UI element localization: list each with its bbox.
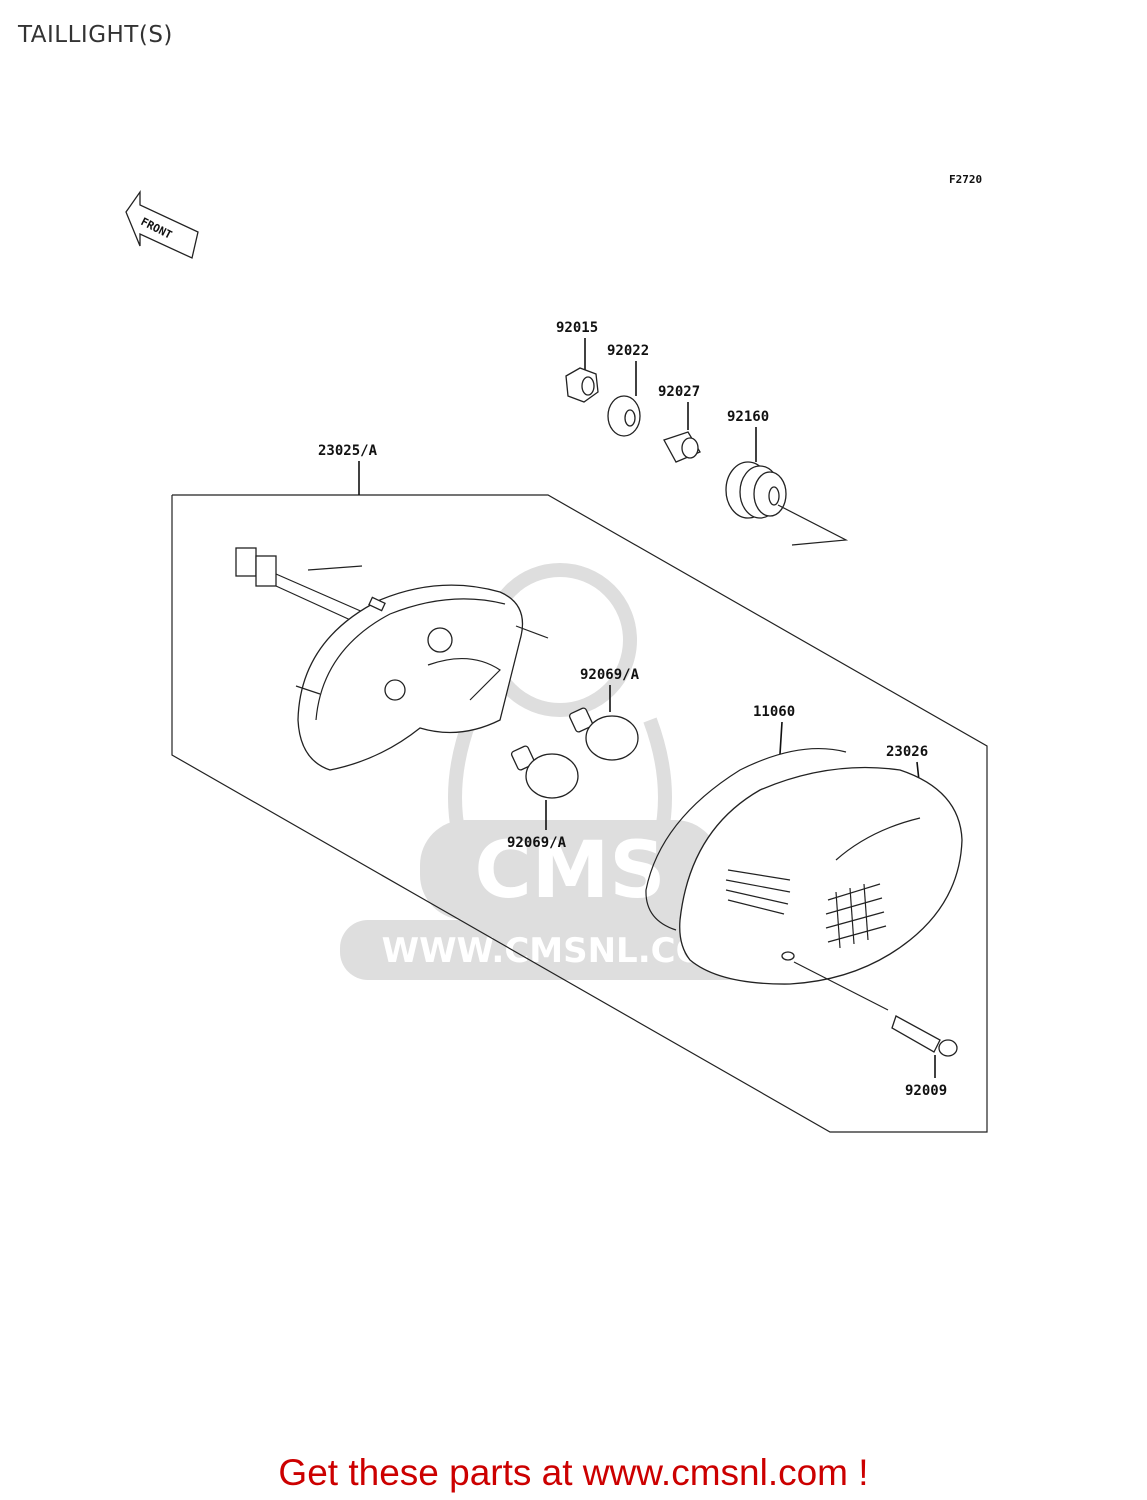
front-arrow-icon [125,189,199,259]
watermark-logo-text: CMS [474,826,665,916]
collar-92027-end [681,437,699,459]
screw-92009-shank [891,1015,941,1053]
assembly-frame [171,494,988,1133]
part-label-23026: 23026 [886,744,928,760]
nut-92015-hole [581,376,595,396]
washer-92022-hole [624,409,636,427]
part-label-92015: 92015 [556,320,598,336]
taillight-lens [679,766,963,985]
wire-guide [307,565,363,571]
cms-watermark: CMS WWW.CMSNL.COM [340,563,780,980]
collar-92027 [663,431,701,463]
part-label-92069a-upper: 92069/A [580,667,640,683]
bulb-socket-2 [384,679,406,701]
grommet-mount-line [777,504,849,546]
bulb-lower [510,745,579,799]
lens-screw-hole [781,951,795,961]
lens-grid [825,883,887,949]
housing-shell [297,584,524,771]
stud-3 [295,685,321,695]
connector-block-2 [255,555,277,587]
stud-1 [368,596,386,612]
screw-92009 [891,1015,958,1057]
page-title: TAILLIGHT(S) [18,22,173,48]
leader-11060 [779,721,783,755]
housing-rib [427,657,501,701]
part-label-92022: 92022 [607,343,649,359]
bulb-upper [568,707,639,761]
nut-92015 [565,367,599,403]
footer-promo-link[interactable]: Get these parts at www.cmsnl.com ! [278,1452,869,1493]
part-label-92160: 92160 [727,409,769,425]
watermark-url-plate [340,920,780,980]
part-label-23025a: 23025/A [318,443,378,459]
figure-code: F2720 [949,173,982,186]
wire-1 [275,573,373,617]
grommet-92160-hole [768,486,780,506]
bulb-socket-1 [427,627,453,653]
bulb-lower-base [510,745,536,771]
bulb-lower-glass [525,753,579,799]
lens-highlight [835,817,921,861]
screw-92009-head [938,1039,958,1057]
front-arrow: FRONT [125,189,199,259]
watermark-site-text: WWW.CMSNL.COM [382,931,739,971]
wiring-connector [235,547,373,629]
stud-2 [515,625,549,639]
part-label-92069a-lower: 92069/A [507,835,567,851]
part-label-11060: 11060 [753,704,795,720]
lens-reflector-lines [725,869,791,915]
taillight-housing [295,584,549,771]
screw-axis-line [793,961,889,1011]
grommet-92160 [725,461,787,519]
bulb-upper-base [568,707,594,733]
part-label-92027: 92027 [658,384,700,400]
lens-body [679,766,963,985]
part-label-92009: 92009 [905,1083,947,1099]
washer-92022 [607,395,641,437]
gasket-11060 [645,747,847,931]
connector-block-1 [235,547,257,577]
bulb-upper-glass [585,715,639,761]
housing-rim [315,598,506,721]
watermark-logo-plate [420,820,720,920]
